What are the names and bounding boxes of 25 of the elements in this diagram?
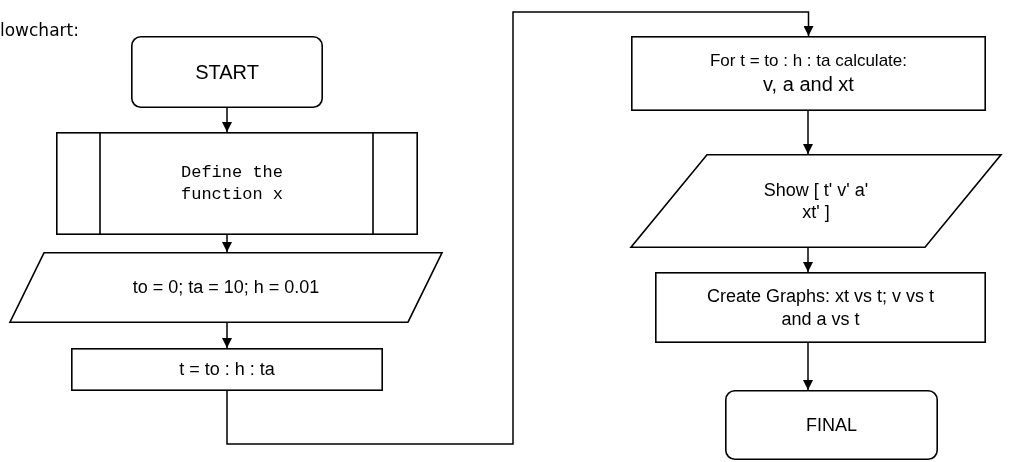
process-box [71,348,383,391]
step-text: FINAL [806,413,857,437]
arrow [222,322,232,349]
step-text: Show [ t' v' a' xt' ] [762,178,870,224]
arrow [803,110,813,155]
step-text: to = 0; ta = 10; h = 0.01 [132,276,320,299]
arrow [222,107,232,133]
arrow [222,234,232,253]
input-output-parallelogram [10,252,442,323]
heading-text: lowchart: [0,20,79,40]
step-text: v, a and xt [763,71,854,97]
input-output-parallelogram [631,154,1001,248]
step-text: t = to : h : ta [179,358,275,381]
terminal-box [131,36,323,108]
step-text: START [195,59,259,85]
terminal-box [725,390,938,460]
arrow [803,247,813,273]
arrow [226,11,814,445]
step-text: Create Graphs: xt vs t; v vs t and a vs t [705,285,936,330]
subprocess-box [56,132,418,235]
process-box [631,36,986,111]
process-box [655,272,986,343]
step-text: Define the function x [181,162,285,205]
arrow [803,342,813,391]
step-text: For t = to : h : ta calculate: [710,50,907,72]
